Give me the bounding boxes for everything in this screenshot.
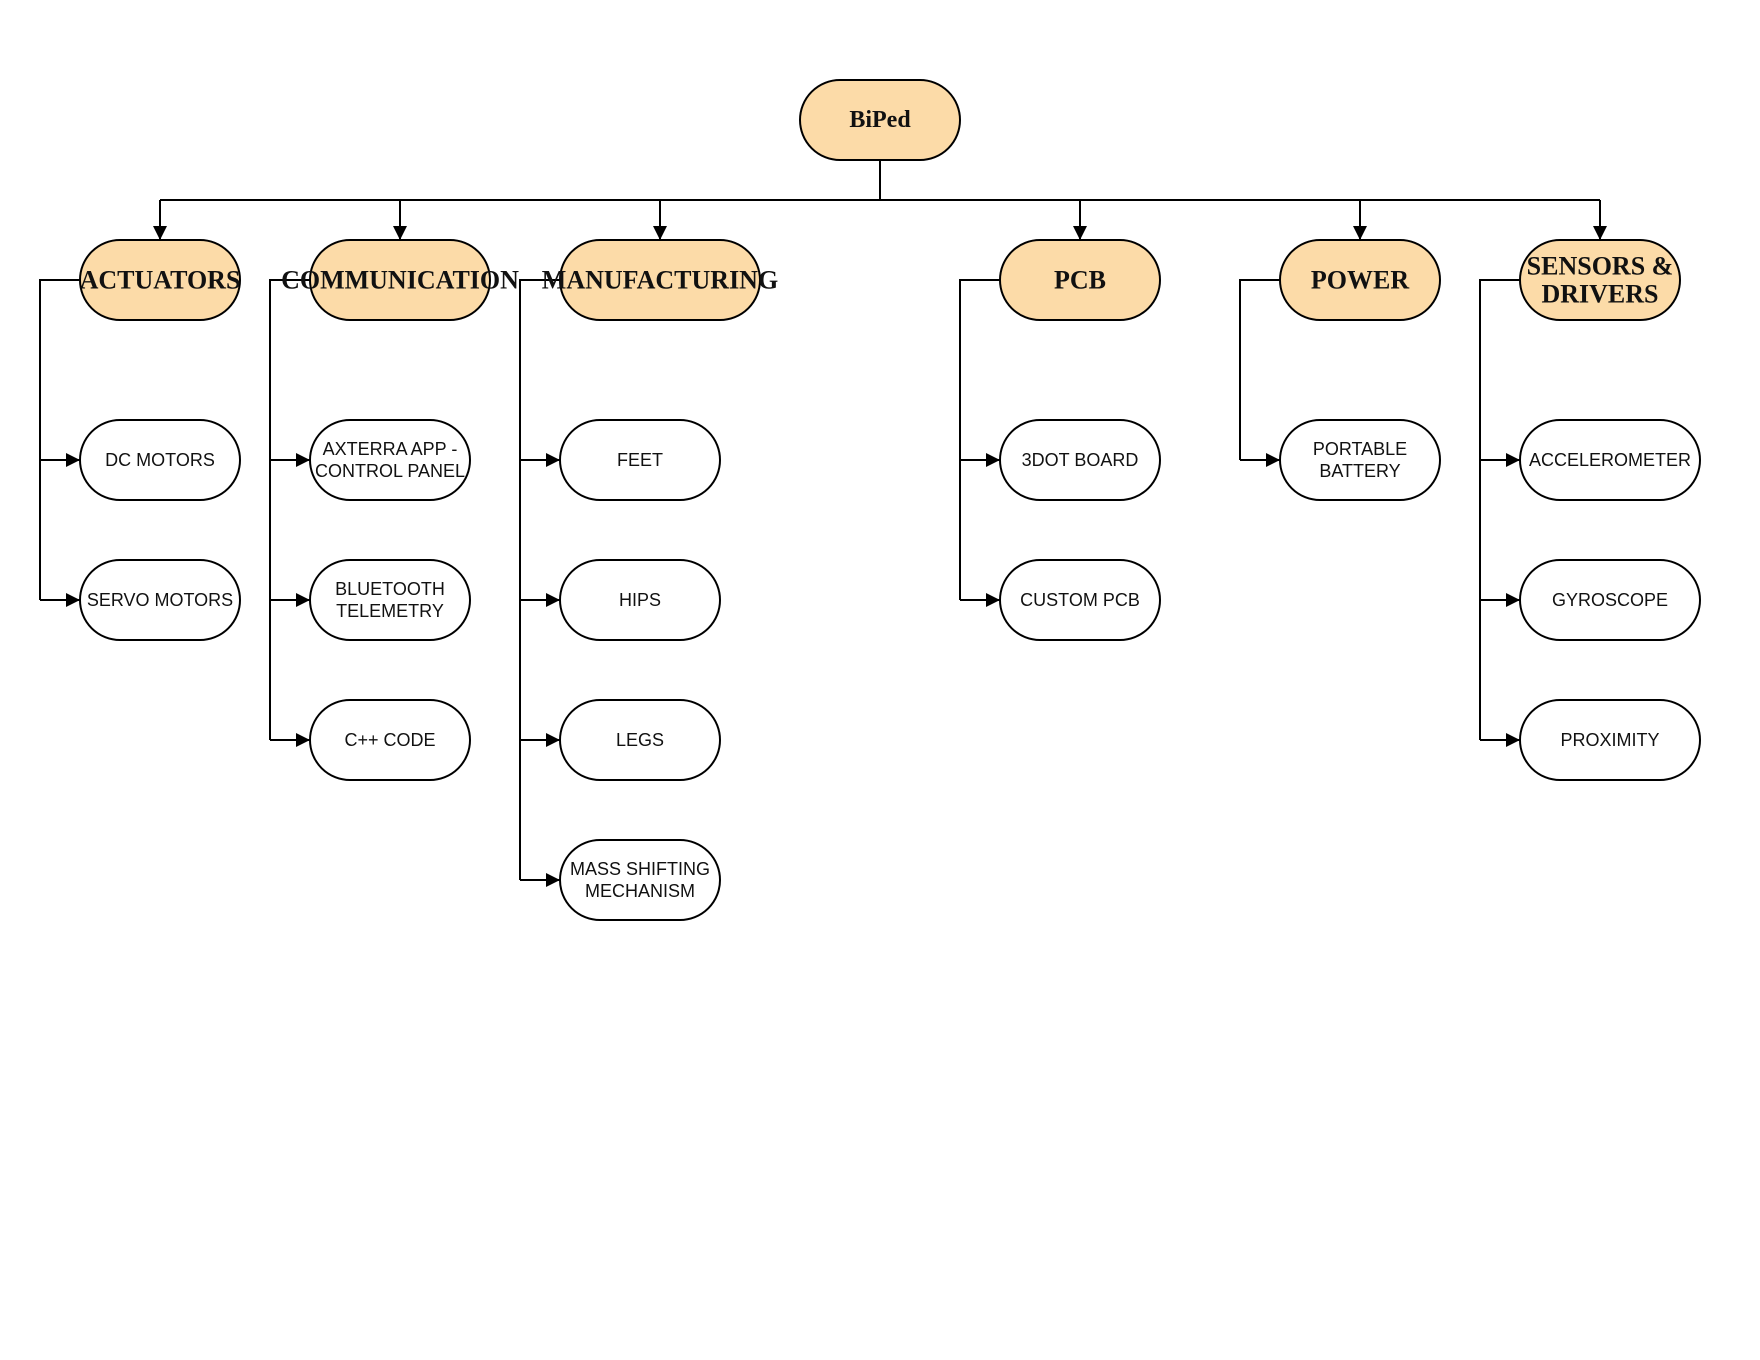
category-sensors-drivers: SENSORS &DRIVERS bbox=[1519, 239, 1681, 321]
category-power-label: POWER bbox=[1311, 266, 1409, 295]
leaf-accelerometer: ACCELEROMETER bbox=[1519, 419, 1701, 501]
leaf-custom-pcb-shape bbox=[999, 559, 1161, 641]
category-sensors-drivers-label: SENSORS &DRIVERS bbox=[1527, 252, 1674, 309]
leaf-gyroscope: GYROSCOPE bbox=[1519, 559, 1701, 641]
category-actuators-label: ACTUATORS bbox=[80, 266, 241, 295]
leaf-gyroscope-shape bbox=[1519, 559, 1701, 641]
leaf-hips: HIPS bbox=[559, 559, 721, 641]
leaf-mass-shifting-mechanism-shape bbox=[559, 839, 721, 921]
leaf-dc-motors-label: DC MOTORS bbox=[105, 450, 215, 470]
leaf-feet: FEET bbox=[559, 419, 721, 501]
leaf-hips-shape bbox=[559, 559, 721, 641]
category-actuators: ACTUATORS bbox=[79, 239, 241, 321]
leaf-accelerometer-shape bbox=[1519, 419, 1701, 501]
connector-line bbox=[39, 279, 80, 600]
leaf-dc-motors-shape bbox=[79, 419, 241, 501]
leaf-custom-pcb-label: CUSTOM PCB bbox=[1020, 590, 1140, 610]
connector-line bbox=[1239, 279, 1280, 460]
category-communication-label: COMMUNICATION bbox=[281, 266, 519, 295]
leaf-hips-label: HIPS bbox=[619, 590, 661, 610]
leaf-axterra-app-control-panel-label: AXTERRA APP -CONTROL PANEL bbox=[315, 439, 465, 481]
leaf-3dot-board-label: 3DOT BOARD bbox=[1022, 450, 1139, 470]
category-actuators-shape bbox=[79, 239, 241, 321]
leaf-feet-shape bbox=[559, 419, 721, 501]
leaf-feet-label: FEET bbox=[617, 450, 663, 470]
leaf-legs-shape bbox=[559, 699, 721, 781]
leaf-servo-motors-shape bbox=[79, 559, 241, 641]
leaf-proximity-label: PROXIMITY bbox=[1560, 730, 1659, 750]
connector-line bbox=[959, 279, 1000, 600]
leaf-gyroscope-label: GYROSCOPE bbox=[1552, 590, 1668, 610]
category-sensors-drivers-shape bbox=[1519, 239, 1681, 321]
connectors bbox=[39, 160, 1607, 887]
root-node: BiPed bbox=[799, 79, 961, 161]
connector-line bbox=[269, 279, 310, 740]
leaf-axterra-app-control-panel-shape bbox=[309, 419, 471, 501]
leaf-c-code: C++ CODE bbox=[309, 699, 471, 781]
connector-line bbox=[1479, 279, 1520, 740]
leaf-c-code-shape bbox=[309, 699, 471, 781]
category-power: POWER bbox=[1279, 239, 1441, 321]
leaf-servo-motors: SERVO MOTORS bbox=[79, 559, 241, 641]
leaf-servo-motors-label: SERVO MOTORS bbox=[87, 590, 233, 610]
leaf-c-code-label: C++ CODE bbox=[344, 730, 435, 750]
root-node-label: BiPed bbox=[849, 107, 911, 133]
leaf-legs-label: LEGS bbox=[616, 730, 664, 750]
leaf-accelerometer-label: ACCELEROMETER bbox=[1529, 450, 1691, 470]
category-manufacturing-label: MANUFACTURING bbox=[542, 266, 778, 295]
category-manufacturing-shape bbox=[559, 239, 761, 321]
leaf-custom-pcb: CUSTOM PCB bbox=[999, 559, 1161, 641]
category-manufacturing: MANUFACTURING bbox=[542, 239, 778, 321]
leaf-3dot-board: 3DOT BOARD bbox=[999, 419, 1161, 501]
category-communication: COMMUNICATION bbox=[281, 239, 519, 321]
connector-line bbox=[519, 279, 560, 880]
leaf-proximity-shape bbox=[1519, 699, 1701, 781]
leaf-legs: LEGS bbox=[559, 699, 721, 781]
root-node-shape bbox=[799, 79, 961, 161]
leaf-dc-motors: DC MOTORS bbox=[79, 419, 241, 501]
category-pcb-label: PCB bbox=[1054, 266, 1106, 295]
leaf-axterra-app-control-panel: AXTERRA APP -CONTROL PANEL bbox=[309, 419, 471, 501]
leaf-3dot-board-shape bbox=[999, 419, 1161, 501]
category-power-shape bbox=[1279, 239, 1441, 321]
leaf-portable-battery-shape bbox=[1279, 419, 1441, 501]
leaf-bluetooth-telemetry-shape bbox=[309, 559, 471, 641]
leaf-proximity: PROXIMITY bbox=[1519, 699, 1701, 781]
category-pcb: PCB bbox=[999, 239, 1161, 321]
category-pcb-shape bbox=[999, 239, 1161, 321]
category-communication-shape bbox=[309, 239, 491, 321]
